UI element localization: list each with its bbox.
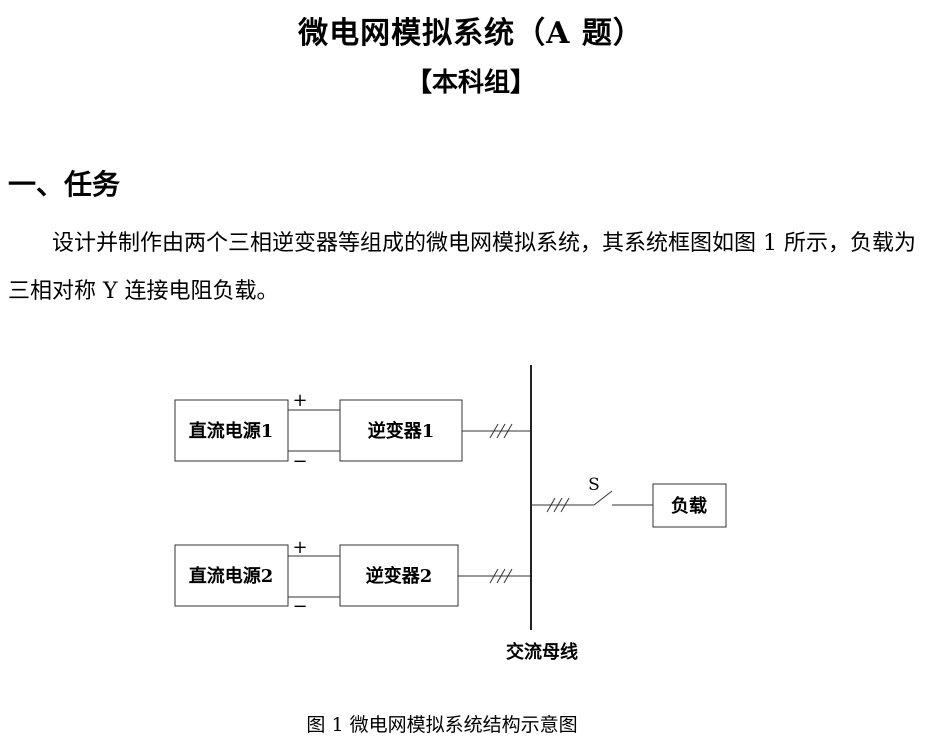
dc-source-1-label: 直流电源1	[189, 420, 274, 442]
ac-bus-label: 交流母线	[506, 641, 578, 663]
switch-s-label: S	[588, 475, 600, 495]
dc-link-1-plus-sign: +	[292, 390, 307, 411]
dc-link-2-minus-sign: −	[292, 596, 307, 617]
dc-source-2-box	[174, 544, 289, 607]
dc-link-2-plus-sign: +	[292, 537, 307, 558]
document-subtitle: 【本科组】	[405, 68, 536, 98]
dc-source-1-box	[174, 399, 289, 462]
load-label: 负载	[671, 495, 707, 517]
figure-caption: 图 1 微电网模拟系统结构示意图	[306, 714, 578, 736]
dc-source-2-label: 直流电源2	[189, 565, 274, 587]
document-title: 微电网模拟系统（A 题）	[298, 16, 644, 51]
inverter-1-label: 逆变器1	[368, 420, 435, 442]
inverter-2-label: 逆变器2	[366, 565, 433, 587]
inverter-2-box	[339, 544, 459, 607]
switch-s-blade	[593, 490, 613, 506]
inverter-1-three-phase-mark	[489, 423, 513, 439]
load-feeder-three-phase-mark	[546, 497, 570, 513]
dc-link-1-minus-sign: −	[292, 451, 307, 472]
inverter-2-three-phase-mark	[489, 568, 513, 584]
task-paragraph: 设计并制作由两个三相逆变器等组成的微电网模拟系统，其系统框图如图 1 所示，负载…	[8, 231, 916, 304]
section-heading: 一、任务	[8, 168, 121, 201]
load-box	[652, 483, 727, 528]
